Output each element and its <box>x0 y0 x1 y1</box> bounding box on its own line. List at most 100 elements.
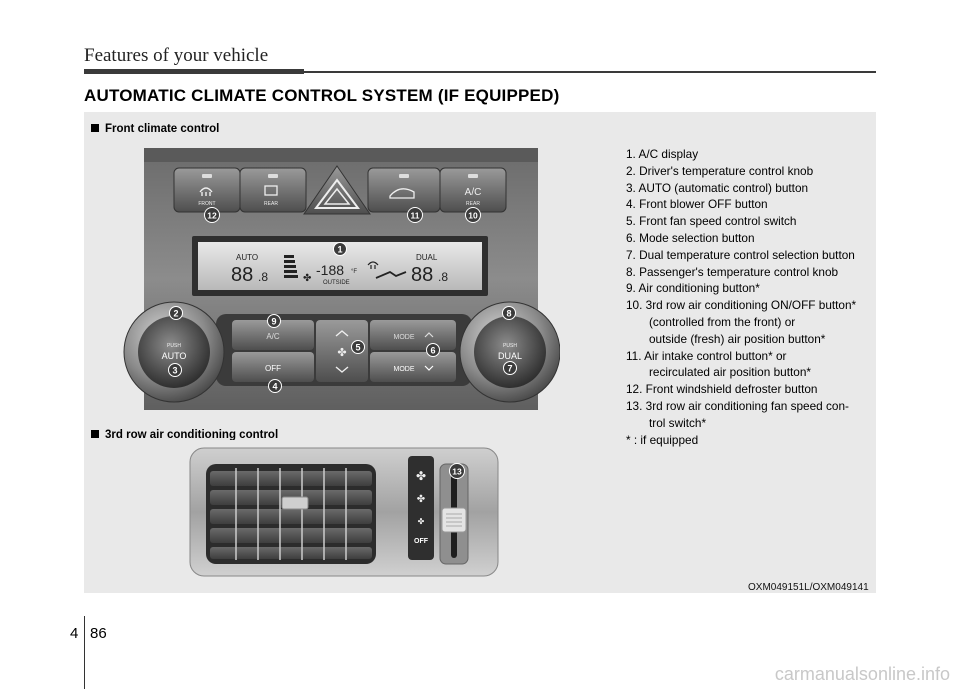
recirculation-icon <box>389 188 415 199</box>
section-title: AUTOMATIC CLIMATE CONTROL SYSTEM (IF EQU… <box>84 86 560 105</box>
fan-icon: ✤ <box>337 347 346 359</box>
vent-adjust-tab[interactable] <box>281 496 309 510</box>
ac-button-label: A/C <box>266 332 280 341</box>
mode-down-button[interactable] <box>370 352 456 382</box>
svg-text:3: 3 <box>172 366 177 376</box>
display-right-temp: 88 <box>411 264 433 286</box>
watermark: carmanualsonline.info <box>774 664 950 684</box>
callout-7: 7 <box>503 361 517 375</box>
callout-6: 6 <box>426 343 440 357</box>
svg-text:13: 13 <box>452 467 462 477</box>
legend-item: 7. Dual temperature control selection bu… <box>626 247 855 262</box>
dual-button[interactable] <box>474 316 546 388</box>
display-left-temp: 88 <box>231 264 253 286</box>
rear-subtitle-text: 3rd row air conditioning control <box>105 429 279 441</box>
chevron-up-icon <box>424 332 434 338</box>
fan-speed-slider-knob[interactable] <box>441 507 467 533</box>
legend-item: 2. Driver's temperature control knob <box>626 163 814 178</box>
mode-up-button[interactable] <box>370 320 456 350</box>
fan-up-icon <box>335 330 349 337</box>
svg-text:2: 2 <box>173 309 178 319</box>
display-dual-text: DUAL <box>416 253 438 262</box>
legend-item: 12. Front windshield defroster button <box>626 382 818 397</box>
callout-10: 10 <box>465 207 481 223</box>
off-button-label: OFF <box>265 364 281 373</box>
bullet-square <box>91 430 99 438</box>
display-fan-icon: ✤ <box>303 273 311 284</box>
svg-text:1: 1 <box>337 245 342 255</box>
page-number: 86 <box>90 625 107 642</box>
callout-13: 13 <box>449 463 465 479</box>
callout-8: 8 <box>502 306 516 320</box>
rear-ac-sub-label: REAR <box>466 201 480 207</box>
component-legend: 1. A/C display 2. Driver's temperature c… <box>626 146 876 448</box>
front-climate-control-illustration: FRONT REAR A/C REAR AUTO DUAL 88 .8 ✤ -1… <box>123 148 560 410</box>
legend-item: 4. Front blower OFF button <box>626 197 768 212</box>
top-button-row: FRONT REAR A/C REAR <box>173 165 507 215</box>
indicator-led <box>202 174 212 178</box>
rear-ac-top-label: A/C <box>465 187 482 198</box>
indicator-led <box>399 174 409 178</box>
rear-defrost-label: REAR <box>264 201 278 207</box>
chevron-down-icon <box>424 365 434 371</box>
section-number: 4 <box>70 625 79 642</box>
header-title: Features of your vehicle <box>84 45 269 66</box>
callout-markers: 1 2 3 4 5 6 7 8 9 10 11 12 <box>168 207 517 393</box>
indicator-led <box>468 174 478 178</box>
display-outside-label: OUTSIDE <box>323 280 350 286</box>
right-knob-dual-label: DUAL <box>498 351 522 361</box>
fan-high-icon: ✤ <box>416 469 426 483</box>
svg-text:12: 12 <box>207 211 217 221</box>
svg-text:8: 8 <box>506 309 511 319</box>
display-left-decimal: .8 <box>258 270 268 284</box>
hazard-triangle-icon <box>314 178 360 209</box>
front-subtitle-text: Front climate control <box>105 123 220 135</box>
rear-defrost-icon <box>264 185 278 196</box>
header-bar <box>84 69 304 74</box>
callout-1: 1 <box>333 242 347 256</box>
display-outside-unit: °F <box>351 269 357 275</box>
rear-defrost-button[interactable] <box>239 167 307 213</box>
legend-item: * : if equipped <box>626 432 699 447</box>
display-airflow-icon <box>375 270 407 279</box>
legend-item: 13. 3rd row air conditioning fan speed c… <box>626 398 849 430</box>
front-subtitle: Front climate control <box>91 123 219 135</box>
off-button[interactable] <box>232 352 314 382</box>
svg-text:10: 10 <box>468 211 478 221</box>
svg-text:11: 11 <box>411 211 420 221</box>
legend-item: 10. 3rd row air conditioning ON/OFF butt… <box>626 298 857 346</box>
svg-text:4: 4 <box>272 382 277 392</box>
rear-off-label: OFF <box>414 538 429 545</box>
callout-5: 5 <box>351 340 365 354</box>
display-auto-text: AUTO <box>236 253 258 262</box>
fan-level-bars <box>284 255 298 278</box>
fan-low-icon: ✤ <box>418 517 425 526</box>
callout-4: 4 <box>268 379 282 393</box>
footer-rule <box>84 616 85 689</box>
left-knob-auto-label: AUTO <box>162 351 187 361</box>
fan-speed-switch[interactable] <box>316 320 368 382</box>
header-rule <box>304 71 876 73</box>
svg-text:5: 5 <box>355 343 360 353</box>
ac-button[interactable] <box>232 320 314 350</box>
callout-2: 2 <box>169 306 183 320</box>
mode-down-label: MODE <box>394 366 415 373</box>
right-knob-push-label: PUSH <box>503 343 517 349</box>
callout-9: 9 <box>267 314 281 328</box>
svg-text:9: 9 <box>271 317 276 327</box>
svg-text:7: 7 <box>507 364 512 374</box>
front-defrost-label: FRONT <box>198 201 215 207</box>
legend-item: 8. Passenger's temperature control knob <box>626 264 839 279</box>
left-knob-push-label: PUSH <box>167 343 181 349</box>
callout-11: 11 <box>407 207 423 223</box>
callout-12: 12 <box>204 207 220 223</box>
legend-item: 5. Front fan speed control switch <box>626 214 797 229</box>
fan-medium-icon: ✤ <box>417 494 425 505</box>
display-right-decimal: .8 <box>438 270 448 284</box>
legend-item: 9. Air conditioning button* <box>626 281 760 296</box>
display-outside-temp: -188 <box>316 262 344 278</box>
svg-text:6: 6 <box>430 346 435 356</box>
auto-button[interactable] <box>138 316 210 388</box>
figure-caption: OXM049151L/OXM049141 <box>748 582 869 593</box>
